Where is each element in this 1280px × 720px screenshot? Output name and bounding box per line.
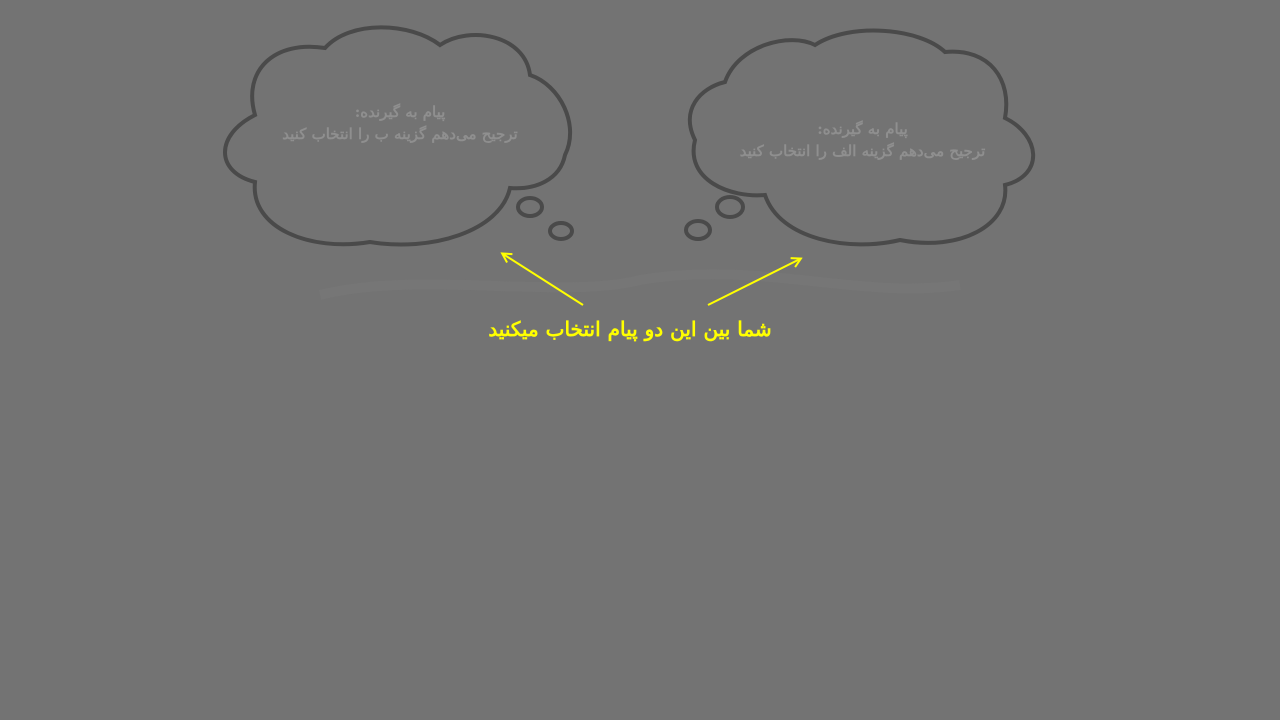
bubble-right-heading: پیام به گیرنده: (817, 120, 908, 138)
caption-text: شما بین این دو پیام انتخاب میکنید (488, 317, 772, 341)
bubble-right-text: پیام به گیرنده: ترجیح می‌دهم گزینه الف ر… (715, 118, 1010, 162)
thought-bubble-left-icon (223, 25, 574, 247)
arrow-left-icon (503, 254, 584, 306)
thought-bubble-right-icon (684, 28, 1036, 247)
arrow-right-icon (707, 259, 800, 306)
ghost-scribble (318, 269, 961, 300)
bubble-right-message: ترجیح می‌دهم گزینه الف را انتخاب کنید (739, 142, 986, 160)
bubble-left-message: ترجیح می‌دهم گزینه ب را انتخاب کنید (282, 125, 518, 143)
bubble-left-heading: پیام به گیرنده: (354, 103, 446, 121)
bubble-left-text: پیام به گیرنده: ترجیح می‌دهم گزینه ب را … (255, 101, 545, 145)
